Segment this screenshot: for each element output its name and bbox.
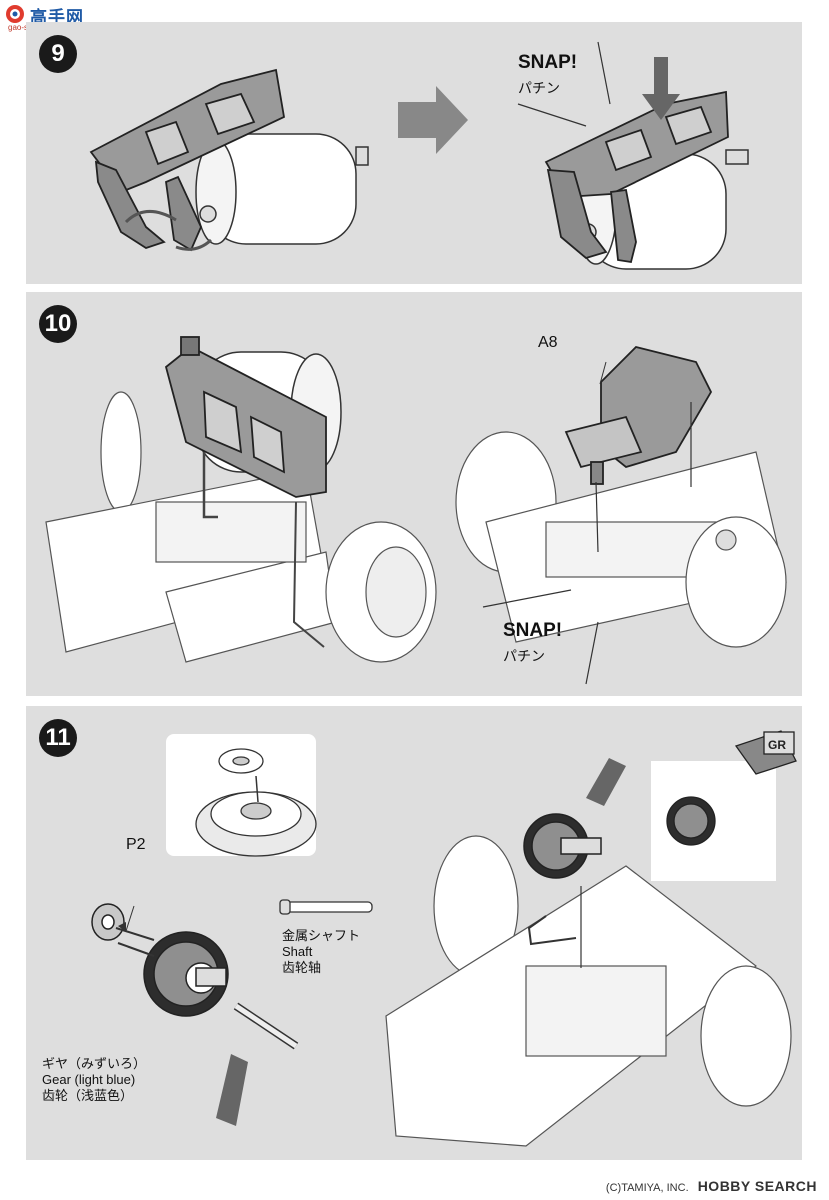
snap-label-jp: パチン bbox=[503, 648, 545, 664]
part-a8 bbox=[564, 346, 713, 485]
motor-bracket bbox=[164, 336, 327, 498]
gear-assembly bbox=[91, 903, 299, 1050]
chassis-gear-install bbox=[385, 835, 792, 1147]
snap-label-jp: パチン bbox=[518, 80, 560, 96]
step-number: 10 bbox=[39, 305, 77, 343]
step-10-illustration bbox=[45, 336, 787, 685]
insert-arrow bbox=[202, 452, 218, 519]
push-arrow bbox=[175, 238, 213, 251]
part-label-a8: A8 bbox=[538, 334, 558, 351]
gear-label-jp: ギヤ（みずいろ） bbox=[42, 1056, 147, 1071]
motor-bracket-left bbox=[89, 68, 286, 252]
inset-gear bbox=[195, 748, 317, 857]
metal-shaft bbox=[279, 899, 373, 915]
footer-watermark: (C)TAMIYA, INC. HOBBY SEARCH bbox=[606, 1178, 817, 1194]
press-arrow bbox=[642, 57, 680, 120]
rotate-arrow bbox=[124, 210, 177, 224]
grease-tube-right bbox=[586, 758, 626, 806]
shaft-label-en: Shaft bbox=[282, 944, 313, 959]
step-10-panel: 10 bbox=[26, 292, 802, 696]
chassis-right bbox=[455, 431, 787, 648]
motor-bracket-right bbox=[544, 90, 729, 264]
gear-label: ギヤ（みずいろ） Gear (light blue) 齿轮（浅蓝色） bbox=[42, 1056, 146, 1104]
slide-arrow bbox=[292, 501, 325, 648]
copyright-text: (C)TAMIYA, INC. bbox=[605, 1182, 689, 1194]
install-gear bbox=[523, 813, 602, 879]
snap-label: SNAP! bbox=[503, 620, 563, 641]
gear-label-en: Gear (light blue) bbox=[42, 1072, 136, 1087]
step-9-panel: 9 bbox=[26, 22, 802, 284]
shaft-label-cn: 齿轮轴 bbox=[282, 960, 322, 975]
step-11-illustration: GR bbox=[91, 730, 797, 1147]
grease-tube-left bbox=[216, 1054, 248, 1126]
shaft-label: 金属シャフト Shaft 齿轮轴 bbox=[282, 928, 360, 976]
chassis-left bbox=[45, 391, 437, 663]
site-logo-icon bbox=[6, 5, 24, 23]
motor-left bbox=[195, 133, 369, 245]
part-label-p2: P2 bbox=[126, 836, 146, 853]
snap-label: SNAP! bbox=[518, 52, 578, 73]
next-arrow bbox=[398, 86, 468, 154]
brand-watermark: HOBBY SEARCH bbox=[697, 1178, 817, 1194]
step-number: 9 bbox=[39, 35, 77, 73]
grease-label: GR bbox=[768, 738, 786, 752]
shaft-label-jp: 金属シャフト bbox=[282, 928, 361, 943]
step-number: 11 bbox=[39, 719, 77, 757]
step-9-illustration bbox=[89, 41, 749, 270]
step-11-panel: 11 bbox=[26, 706, 802, 1160]
gear-label-cn: 齿轮（浅蓝色） bbox=[42, 1088, 134, 1103]
